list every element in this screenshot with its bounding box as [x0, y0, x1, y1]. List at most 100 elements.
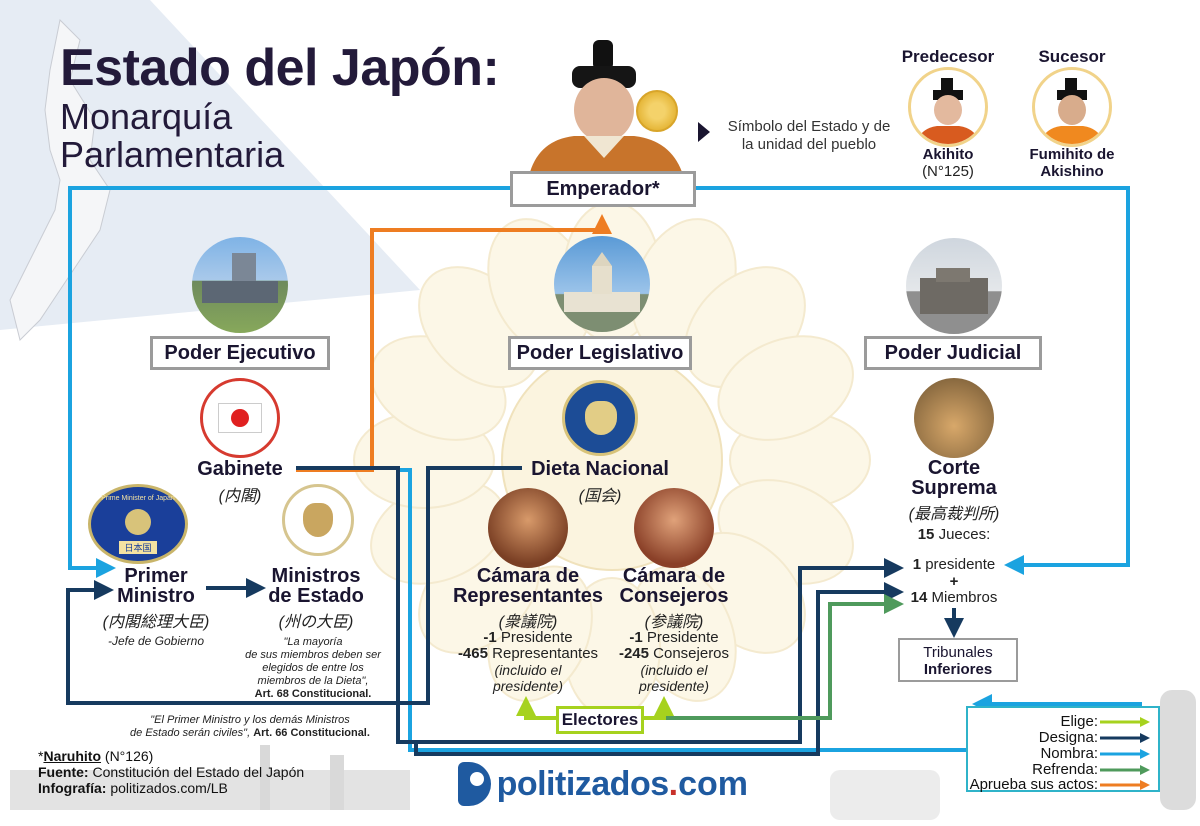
ministers-note-line-5: Art. 68 Constitucional. — [254, 688, 372, 700]
symbol-pointer-icon — [698, 122, 710, 142]
ministers-note-line-4: miembros de la Dieta", — [257, 675, 369, 687]
chrysanthemum-petal — [717, 335, 854, 441]
members-num: 14 — [910, 589, 928, 606]
reps-title: Cámara de Representantes — [442, 566, 614, 606]
footer-naruhito: Naruhito — [43, 748, 102, 764]
footer-notes: *Naruhito (N°126) Fuente: Constitución d… — [38, 748, 358, 796]
coun-pres-num: -1 — [629, 629, 643, 646]
symbol-text: Símbolo del Estado y de la unidad del pu… — [714, 118, 904, 154]
footer-source-label: Fuente: — [38, 764, 89, 780]
ministers-seal — [282, 484, 354, 556]
coun-incl-2: presidente) — [638, 678, 710, 694]
background-swoosh — [0, 0, 420, 330]
plus-sign: + — [949, 573, 959, 590]
footer-naruhito-num: (N°126) — [104, 748, 154, 764]
councillors-title-line-1: Cámara de — [622, 565, 726, 587]
reps-incl-2: presidente) — [492, 678, 564, 694]
brand-dot: . — [668, 764, 679, 803]
civil-note: "El Primer Ministro y los demás Ministro… — [130, 714, 370, 740]
reps-details: -1 Presidente -465 Representantes (inclu… — [448, 629, 608, 695]
ukiyoe-figures — [830, 770, 940, 820]
predecessor-heading: Predecesor — [901, 47, 995, 66]
legislative-box: Poder Legislativo — [508, 336, 692, 370]
ministers-note: "La mayoría de sus miembros deben ser el… — [238, 636, 388, 701]
reps-pres: Presidente — [500, 629, 573, 646]
samurai-figure — [1160, 690, 1196, 810]
subtitle-line-2: Parlamentaria — [60, 134, 285, 175]
pm-note: -Jefe de Gobierno — [107, 634, 205, 648]
court-interior-photo — [914, 378, 994, 458]
ministers-note-line-2: de sus miembros deben ser — [245, 649, 381, 661]
legend-nombra-label: Nombra: — [1040, 745, 1098, 762]
symbol-text-line-1: Símbolo del Estado y de — [727, 118, 891, 135]
brand-tld: com — [678, 764, 748, 803]
court-title-line-1: Corte — [927, 457, 981, 479]
japan-map-outline — [9, 18, 111, 341]
legend-elige: Elige: — [1060, 712, 1150, 731]
skyline-tower-2 — [330, 755, 344, 810]
page-subtitle: Monarquía Parlamentaria — [60, 98, 390, 174]
members-count: 14 Miembros — [894, 589, 1014, 606]
judges-count: 15 Jueces: — [894, 526, 1014, 543]
legend-aprueba-label: Aprueba sus actos: — [969, 776, 1098, 793]
arrow-designa-gabinete — [296, 466, 904, 744]
brand-name: politizados — [496, 764, 670, 803]
footer-info: politizados.com/LB — [110, 780, 228, 796]
successor-heading: Sucesor — [1038, 47, 1106, 66]
cabinet-kanji: (内閣) — [218, 488, 262, 505]
symbol-text-line-2: la unidad del pueblo — [741, 136, 877, 153]
arrow-elige-reps — [516, 696, 556, 720]
emperor-box: Emperador* — [510, 171, 696, 207]
lower-courts-line-2: Inferiores — [923, 661, 993, 678]
coun-pres: Presidente — [646, 629, 719, 646]
president-count: 1 presidente — [894, 556, 1014, 573]
arrow-dieta-pm — [66, 466, 522, 705]
ministers-note-line-1: "La mayoría — [283, 636, 343, 648]
reps-pres-num: -1 — [483, 629, 497, 646]
page-title: Estado del Japón: — [60, 39, 500, 97]
councillors-title-line-2: Consejeros — [619, 585, 729, 607]
civil-note-line-1: "El Primer Ministro y los demás Ministro… — [150, 714, 350, 726]
reps-members-num: -465 — [457, 645, 488, 662]
legend-aprueba-arrow — [1100, 779, 1150, 790]
pm-seal-bottom-text: 日本国 — [119, 541, 157, 554]
councillors-kanji: (参議院) — [644, 614, 704, 631]
pm-title-line-1: Primer — [124, 565, 188, 587]
president-num: 1 — [912, 556, 922, 573]
coun-members: Consejeros — [653, 645, 730, 662]
civil-note-line-3: Art. 66 Constitucional. — [253, 727, 370, 739]
court-title-line-2: Suprema — [911, 477, 997, 499]
subtitle-line-1: Monarquía — [60, 96, 233, 137]
diet-kanji: (国会) — [578, 488, 622, 505]
predecessor-number: (N°125) — [922, 163, 974, 180]
reps-incl-1: (incluido el — [494, 662, 562, 678]
diet-title: Dieta Nacional — [531, 458, 669, 480]
electors-box: Electores — [556, 706, 644, 734]
supreme-court-building-photo — [906, 238, 1002, 334]
arrow-nombra-pm — [68, 186, 512, 578]
diet-building-photo — [554, 236, 650, 332]
ministers-title-line-1: Ministros — [271, 565, 361, 587]
paulownia-crest-icon — [303, 503, 333, 537]
successor-photo — [1032, 67, 1112, 147]
executive-box: Poder Ejecutivo — [150, 336, 330, 370]
diet-seal-icon — [562, 380, 638, 456]
coun-members-num: -245 — [618, 645, 649, 662]
court-kanji: (最高裁判所) — [908, 506, 1000, 523]
pm-title: Primer Ministro — [96, 566, 216, 606]
judicial-box: Poder Judicial — [864, 336, 1042, 370]
japan-flag-icon — [200, 378, 280, 458]
brand-logo[interactable]: politizados.com — [458, 760, 748, 808]
arrow-nombra-lower — [398, 468, 1142, 752]
reps-kanji: (衆議院) — [498, 614, 558, 631]
civil-note-line-2: de Estado serán civiles", — [130, 727, 251, 739]
successor-name-line-1: Fumihito de — [1029, 146, 1115, 163]
legend-designa-label: Designa: — [1038, 729, 1098, 746]
reps-chamber-photo — [488, 488, 568, 568]
predecessor-photo — [908, 67, 988, 147]
members-label: Miembros — [931, 589, 998, 606]
cabinet-title: Gabinete — [197, 458, 283, 480]
emperor-portrait — [530, 40, 682, 172]
legend-refrenda-arrow — [1100, 764, 1150, 775]
